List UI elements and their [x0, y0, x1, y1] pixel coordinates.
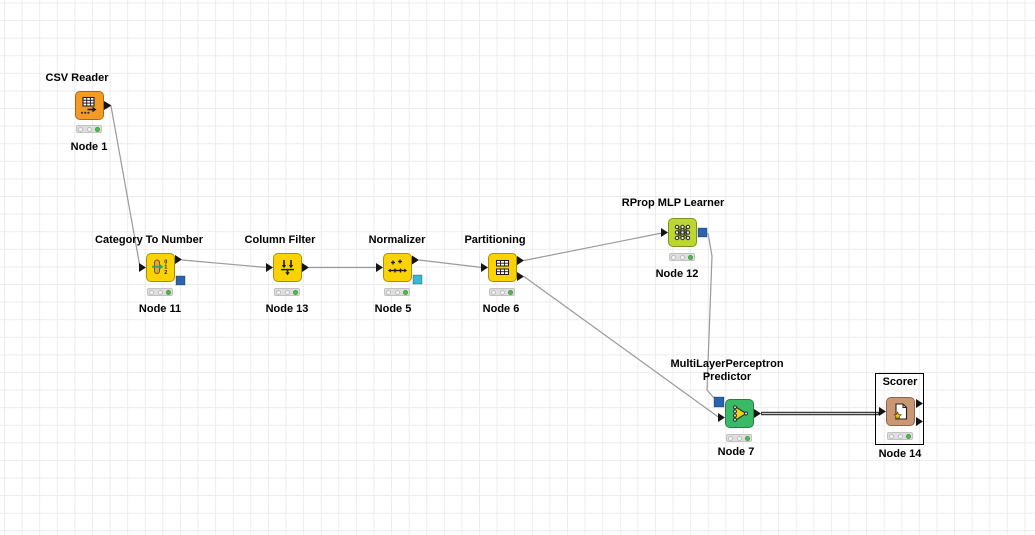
node-id-learner: Node 12 [655, 268, 699, 280]
partitioning-output-port-2[interactable] [517, 272, 524, 281]
status-traffic-light-normalizer [384, 288, 410, 296]
predictor-triangle-icon [733, 405, 748, 422]
node-partitioning[interactable] [488, 253, 517, 282]
connection-csv-to-cat[interactable] [110, 105, 141, 268]
status-traffic-light-predictor [726, 434, 752, 442]
partitioning-icon [496, 260, 509, 275]
predictor-data-input-port[interactable] [718, 413, 725, 422]
node-title-column-filter: Column Filter [244, 234, 316, 246]
category-model-output-port[interactable] [175, 275, 186, 286]
node-id-predictor: Node 7 [717, 446, 755, 458]
svg-text:1: 1 [164, 265, 167, 271]
normalizer-input-port[interactable] [376, 263, 383, 272]
normalizer-icon [387, 259, 408, 273]
node-title-normalizer: Normalizer [368, 234, 426, 246]
node-title-category-to-number: Category To Number [95, 234, 203, 246]
partitioning-input-port[interactable] [481, 263, 488, 272]
node-id-csv-reader: Node 1 [70, 141, 108, 153]
node-title-mlp-predictor: MultiLayerPerceptron Predictor [670, 358, 784, 383]
node-title-rprop-mlp-learner: RProp MLP Learner [621, 197, 725, 209]
category-output-port[interactable] [175, 255, 182, 264]
status-traffic-light-partitioning [489, 288, 515, 296]
node-category-to-number[interactable]: 0 1 2 [146, 253, 175, 282]
status-traffic-light-learner [669, 253, 695, 261]
node-mlp-predictor[interactable] [725, 399, 754, 428]
normalizer-output-port[interactable] [412, 255, 419, 265]
learner-input-port[interactable] [661, 228, 668, 237]
svg-text:2: 2 [164, 270, 167, 276]
node-id-column-filter: Node 13 [265, 303, 309, 315]
node-scorer[interactable] [886, 397, 915, 426]
scorer-document-star-icon [893, 403, 908, 420]
csv-reader-output-port[interactable] [104, 101, 112, 110]
node-title-scorer: Scorer [882, 376, 918, 388]
node-rprop-mlp-learner[interactable] [668, 218, 697, 247]
scorer-input-port[interactable] [879, 407, 886, 416]
predictor-output-port[interactable] [754, 409, 761, 418]
column-filter-output-port[interactable] [302, 263, 309, 272]
learner-model-output-port[interactable] [697, 227, 708, 238]
predictor-model-input-port[interactable] [713, 396, 725, 408]
partitioning-output-port-1[interactable] [517, 256, 524, 265]
connection-partitioning-to-learner[interactable] [523, 232, 663, 262]
node-column-filter[interactable] [273, 253, 302, 282]
status-traffic-light-csv-reader [76, 125, 102, 133]
scorer-output-port-1[interactable] [916, 399, 923, 408]
node-csv-reader[interactable] [75, 91, 104, 120]
status-traffic-light-scorer [887, 432, 913, 440]
connection-learner-to-predictor[interactable] [706, 232, 715, 399]
status-traffic-light-category [147, 288, 173, 296]
category-input-port[interactable] [139, 263, 146, 272]
node-id-scorer: Node 14 [878, 448, 922, 460]
node-id-normalizer: Node 5 [374, 303, 412, 315]
column-filter-icon [281, 260, 294, 276]
neural-network-icon [674, 224, 691, 241]
node-normalizer[interactable] [383, 253, 412, 282]
category-to-number-icon: 0 1 2 [152, 259, 167, 276]
status-traffic-light-column-filter [274, 288, 300, 296]
scorer-selection-rect [875, 373, 924, 445]
node-id-category: Node 11 [138, 303, 182, 315]
svg-text:0: 0 [164, 259, 167, 265]
connection-partitioning-to-predictor[interactable] [523, 276, 720, 418]
csv-table-icon [80, 96, 97, 114]
node-title-partitioning: Partitioning [464, 234, 526, 246]
node-id-partitioning: Node 6 [482, 303, 520, 315]
scorer-output-port-2[interactable] [916, 417, 923, 426]
normalizer-model-output-port[interactable] [412, 274, 423, 285]
connection-normalizer-to-partitioning[interactable] [418, 259, 483, 269]
column-filter-input-port[interactable] [266, 263, 273, 272]
connection-cat-to-colfilter[interactable] [181, 259, 268, 269]
node-title-csv-reader: CSV Reader [45, 72, 109, 84]
